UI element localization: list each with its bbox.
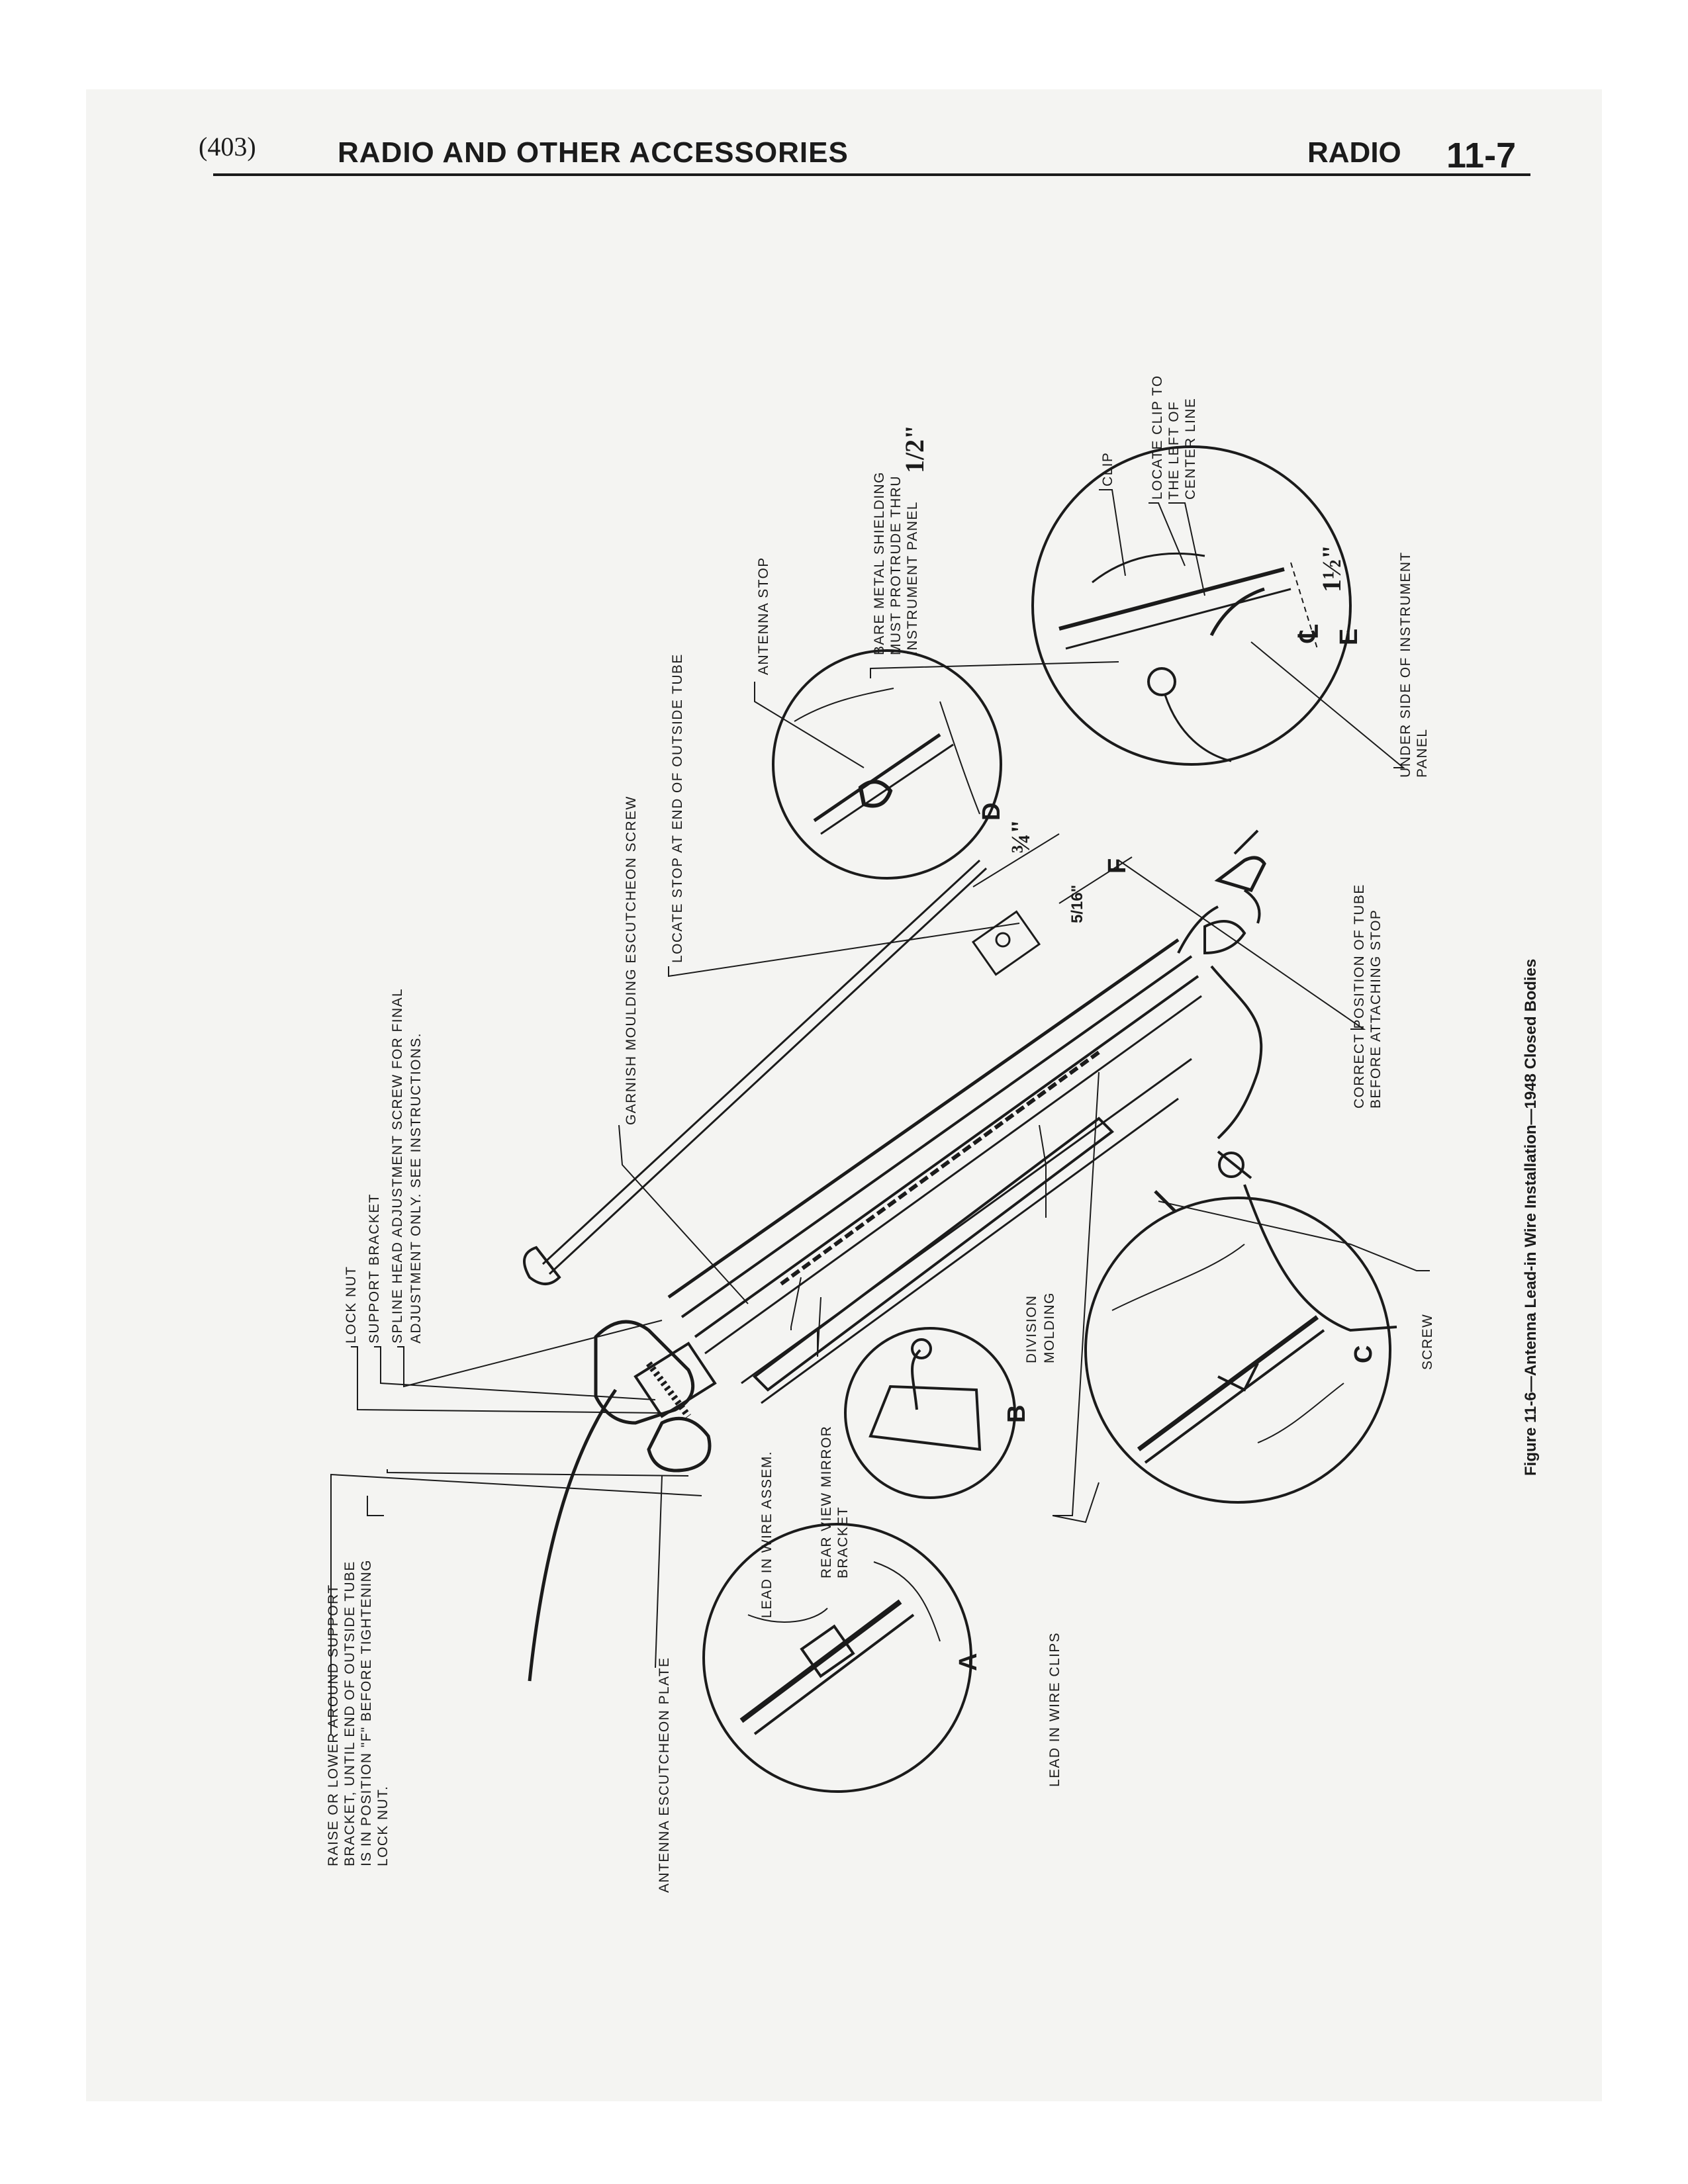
inset-a-letter: A	[955, 1653, 982, 1671]
leader-lines	[330, 489, 1430, 1734]
one-and-half-dimension: 1½"	[1317, 545, 1346, 592]
locate-clip-line-2: THE LEFT OF	[1166, 401, 1182, 500]
inset-c: C	[1084, 1197, 1391, 1504]
correct-position-line-2: BEFORE ATTACHING STOP	[1368, 909, 1383, 1109]
header-rule	[213, 173, 1530, 176]
raise-lower-line-1: RAISE OR LOWER AROUND SUPPORT	[326, 1584, 341, 1866]
lock-nut-label: LOCK NUT	[344, 1266, 359, 1343]
locate-clip-line-3: CENTER LINE	[1183, 398, 1198, 500]
spline-head-line-2: ADJUSTMENT ONLY. SEE INSTRUCTIONS.	[408, 1032, 424, 1343]
division-molding-line-1: DIVISION	[1024, 1295, 1039, 1363]
under-side-line-2: PANEL	[1415, 729, 1430, 778]
spline-head-line-1: SPLINE HEAD ADJUSTMENT SCREW FOR FINAL	[390, 988, 405, 1343]
lead-in-wire-assem-label: LEAD IN WIRE ASSEM.	[759, 1451, 774, 1618]
section-title: RADIO AND OTHER ACCESSORIES	[338, 136, 849, 169]
main-assembly	[523, 829, 1397, 1682]
clip-label: CLIP	[1100, 452, 1115, 486]
five-sixteenth-dimension: 5/16"	[1068, 885, 1086, 923]
page-reference: 11-7	[1446, 136, 1517, 175]
lead-in-wire-clips-label: LEAD IN WIRE CLIPS	[1047, 1632, 1062, 1787]
page-sheet	[86, 89, 1602, 2101]
inset-c-letter: C	[1350, 1345, 1378, 1363]
centerline-mark: ℄	[1293, 624, 1323, 643]
half-inch-dimension: 1/2"	[900, 425, 929, 473]
locate-stop-label: LOCATE STOP AT END OF OUTSIDE TUBE	[670, 653, 685, 963]
figure-caption: Figure 11-6—Antenna Lead-in Wire Install…	[1522, 959, 1540, 1476]
topic-title: RADIO	[1307, 136, 1401, 169]
f-position-mark: F	[1103, 858, 1131, 874]
page-number: (403)	[199, 132, 256, 161]
locate-clip-line-1: LOCATE CLIP TO	[1150, 375, 1165, 500]
rear-view-mirror-line-1: REAR VIEW MIRROR	[819, 1426, 834, 1578]
inset-b-letter: B	[1003, 1405, 1031, 1423]
bare-metal-line-3: INSTRUMENT PANEL	[905, 501, 920, 655]
inset-e-letter: E	[1335, 629, 1363, 645]
inset-d: D	[772, 649, 1006, 880]
three-quarter-dimension: ¾"	[1006, 819, 1035, 854]
antenna-escutcheon-plate-label: ANTENNA ESCUTCHEON PLATE	[657, 1657, 672, 1893]
figure-labels: RAISE OR LOWER AROUND SUPPORT BRACKET, U…	[326, 375, 1435, 1893]
division-molding-line-2: MOLDING	[1042, 1292, 1057, 1363]
garnish-moulding-label: GARNISH MOULDING ESCUTCHEON SCREW	[624, 796, 639, 1125]
support-bracket-label: SUPPORT BRACKET	[367, 1193, 382, 1343]
inset-e: E ℄	[1031, 445, 1363, 766]
inset-b: B	[844, 1327, 1031, 1499]
inset-a: A	[702, 1523, 982, 1793]
bare-metal-line-2: MUST PROTRUDE THRU	[888, 475, 904, 655]
raise-lower-line-2: BRACKET, UNTIL END OF OUTSIDE TUBE	[342, 1561, 357, 1866]
screw-label: SCREW	[1420, 1314, 1435, 1370]
antenna-stop-label: ANTENNA STOP	[756, 557, 771, 675]
raise-lower-line-4: LOCK NUT.	[375, 1786, 391, 1866]
inset-d-letter: D	[978, 803, 1006, 821]
correct-position-line-1: CORRECT POSITION OF TUBE	[1352, 884, 1367, 1109]
raise-lower-line-3: IS IN POSITION "F" BEFORE TIGHTENING	[359, 1559, 374, 1866]
rear-view-mirror-line-2: BRACKET	[835, 1506, 851, 1578]
bare-metal-line-1: BARE METAL SHIELDING	[872, 471, 887, 655]
under-side-line-1: UNDER SIDE OF INSTRUMENT	[1398, 551, 1413, 778]
